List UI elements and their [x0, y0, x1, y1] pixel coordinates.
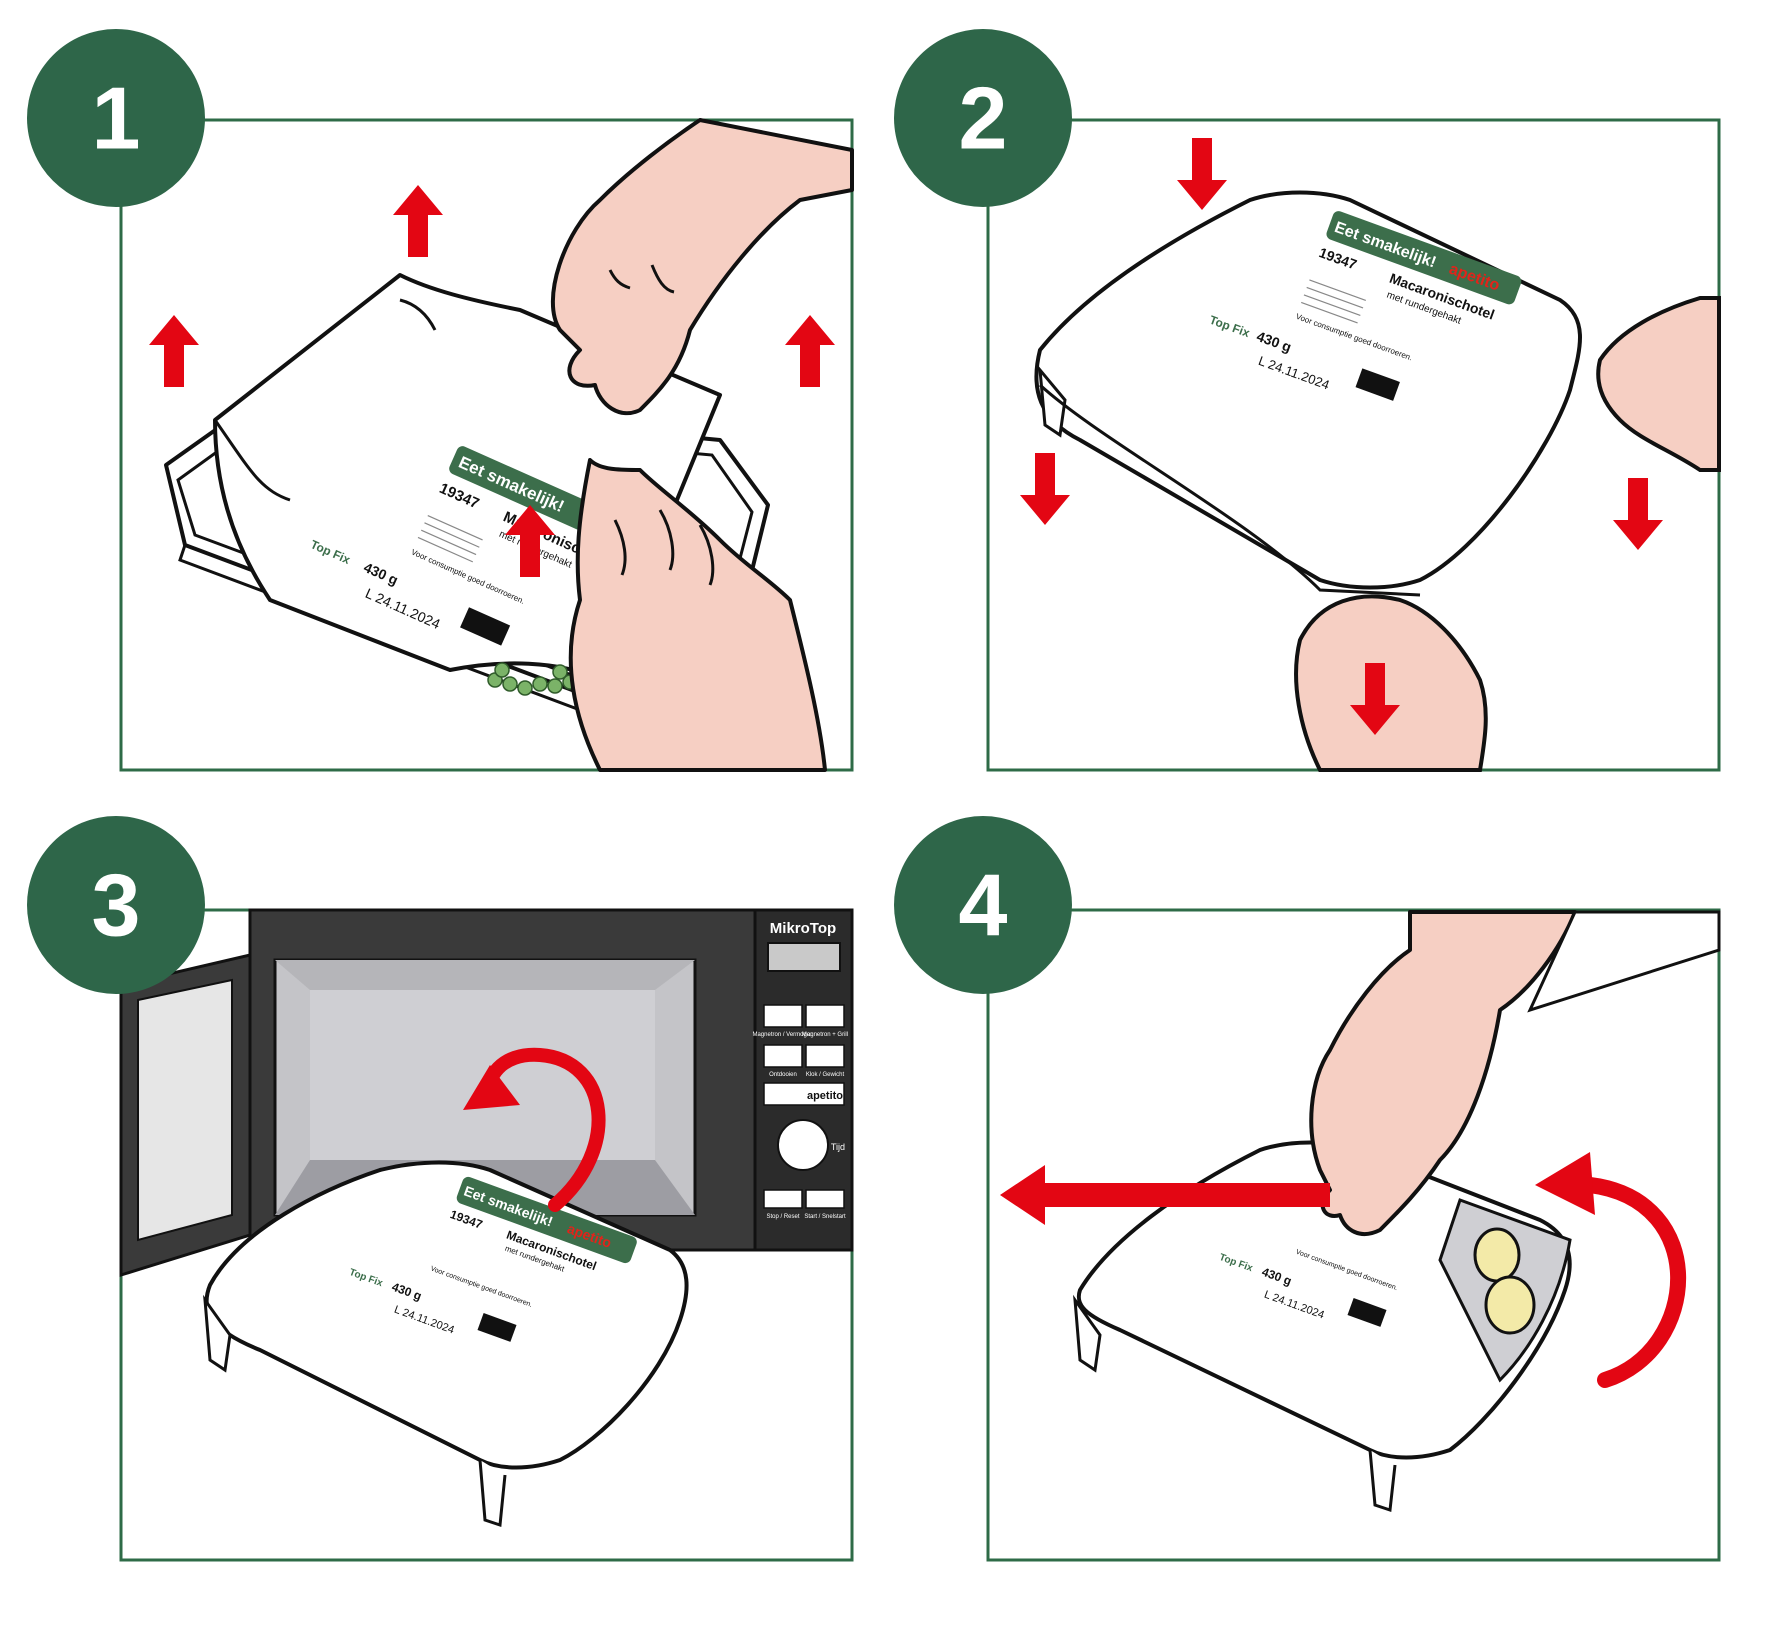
- food-piece: [1473, 1227, 1521, 1283]
- arrow-curved: [1582, 1177, 1687, 1388]
- step-badge-3: [27, 816, 205, 994]
- step-number: 3: [92, 856, 141, 955]
- btn-defrost: [763, 1044, 803, 1068]
- barcode: [460, 607, 511, 646]
- arrow-left: [1000, 1165, 1330, 1225]
- step-badge-1: [27, 29, 205, 207]
- step-badge-2: [894, 29, 1072, 207]
- tray-illustration: [1073, 1140, 1572, 1513]
- product-label-2: Eet smakelijk! apetito 19347 Macaronisch…: [1208, 211, 1522, 401]
- arrow-down: [1613, 478, 1663, 550]
- hand-holding-bottom: [1294, 594, 1488, 772]
- hand-peeling-film: [1309, 910, 1721, 1236]
- arrow-up: [393, 185, 443, 257]
- btn-defrost-label: Ontdooien: [769, 1072, 797, 1078]
- barcode: [1355, 368, 1400, 401]
- btn-clock: [805, 1044, 845, 1068]
- btn-magnetron: [763, 1004, 803, 1028]
- barcode: [477, 1313, 517, 1342]
- hand-right-pinching: [550, 118, 854, 416]
- arrow-up: [785, 315, 835, 387]
- step-number: 1: [92, 69, 141, 168]
- btn-grill: [805, 1004, 845, 1028]
- step-badge-4: [894, 816, 1072, 994]
- barcode: [1347, 1298, 1387, 1327]
- step-number: 2: [959, 69, 1008, 168]
- btn-stop-label: Stop / Reset: [766, 1214, 799, 1220]
- btn-magnetron-label: Magnetron / Vermogen: [752, 1032, 813, 1038]
- arrow-up: [149, 315, 199, 387]
- btn-clock-label: Klok / Gewicht: [806, 1072, 845, 1078]
- btn-stop: [763, 1189, 803, 1209]
- btn-apetito: [763, 1082, 845, 1106]
- timer-dial: [777, 1119, 829, 1171]
- food-piece: [1484, 1275, 1536, 1335]
- hand-holding-right: [1596, 296, 1721, 472]
- arrow-curved-head: [1535, 1152, 1595, 1215]
- btn-grill-label: Magnetron + Grill: [802, 1032, 848, 1038]
- btn-start-label: Start / Snelstart: [804, 1214, 846, 1220]
- panel-step-3: MikroTop Magnetron / Vermogen Magnetron …: [27, 816, 854, 1562]
- sealed-tray: [1034, 190, 1582, 597]
- microwave-brand: MikroTop: [770, 920, 836, 937]
- panel-step-4: 19347 Voor consumptie goed doorroeren. T…: [894, 816, 1721, 1562]
- arrow-curved-head: [463, 1065, 520, 1110]
- arrow-down: [1020, 453, 1070, 525]
- panel-step-2: Eet smakelijk! apetito 19347 Macaronisch…: [894, 29, 1721, 772]
- arrow-down: [1177, 138, 1227, 210]
- hand-left-pressing: [568, 458, 827, 772]
- panel-1-frame: [119, 118, 854, 772]
- panel-4-frame: [986, 908, 1721, 1562]
- btn-start: [805, 1189, 845, 1209]
- step-number: 4: [959, 856, 1008, 955]
- dial-label: Tijd: [831, 1142, 845, 1152]
- panel-step-1: Eet smakelijk! apetito 19347 Macaronisch…: [27, 29, 854, 772]
- microwave-display: [767, 942, 841, 972]
- btn-apetito-label: apetito: [807, 1090, 843, 1102]
